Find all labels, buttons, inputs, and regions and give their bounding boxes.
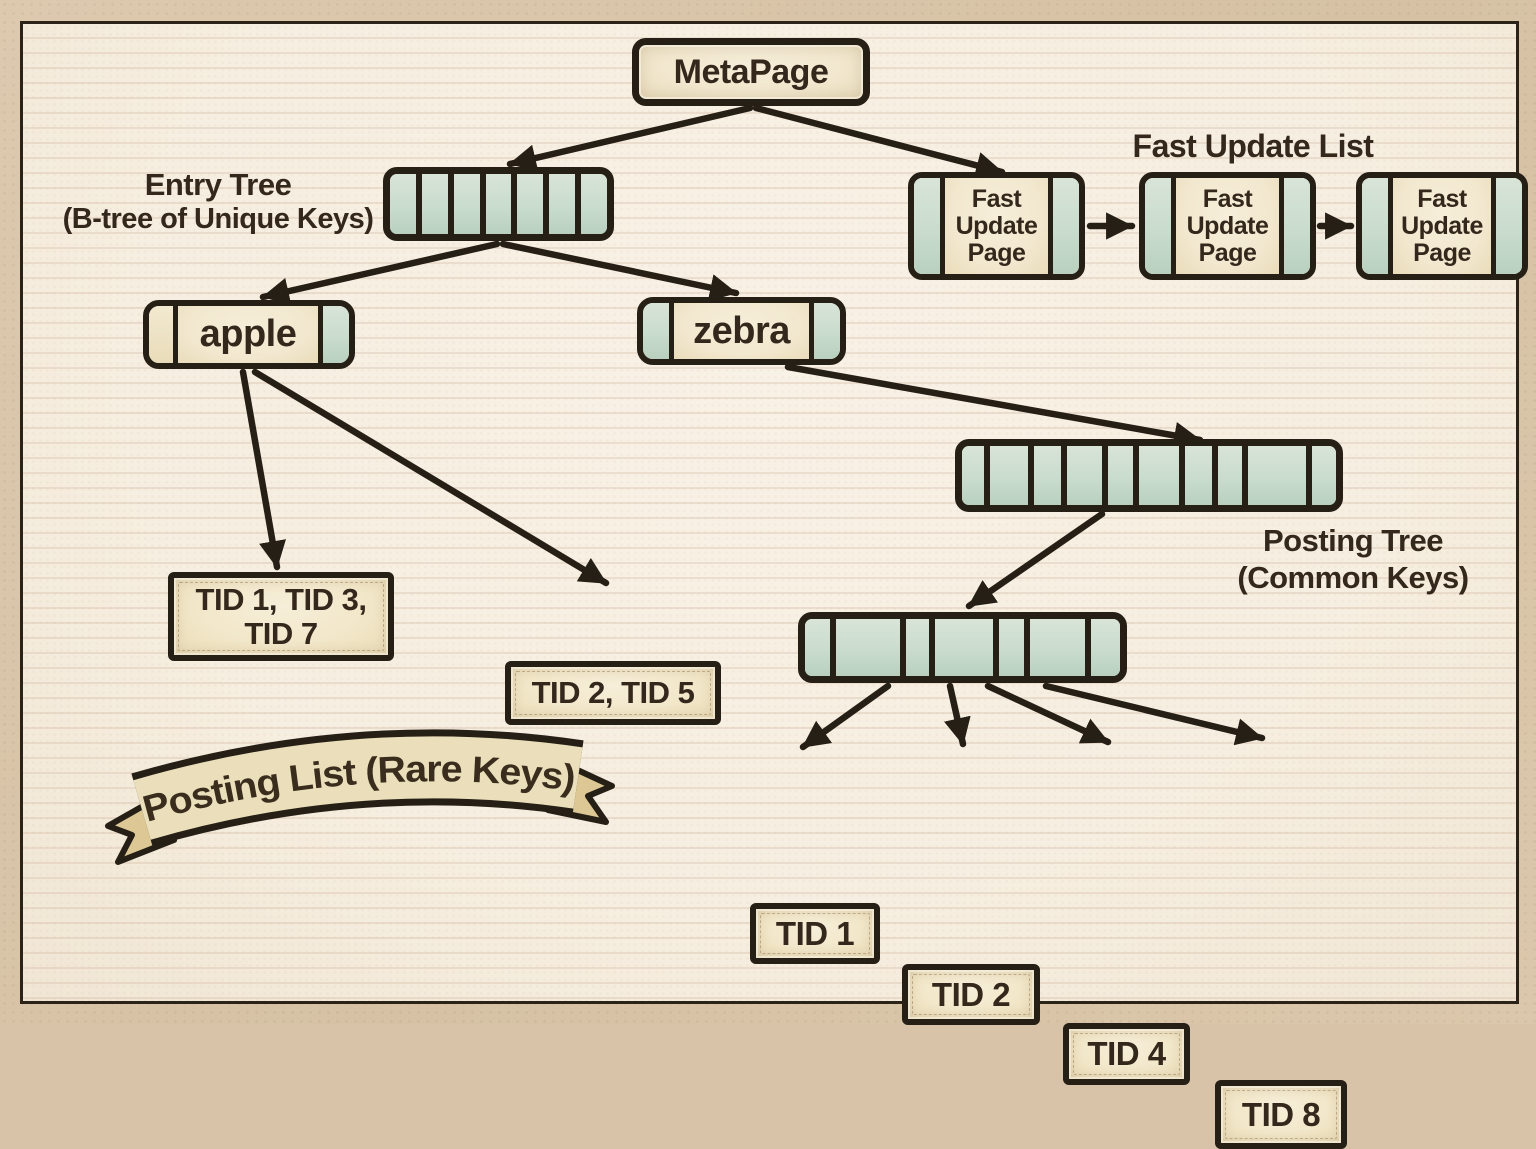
posting-tree-leaf-node	[798, 612, 1127, 683]
banner-band-fill	[133, 736, 583, 840]
arrow-posting-root-to-leaf	[965, 510, 1106, 610]
page-segment	[511, 174, 544, 234]
tid-group-b-node: TID 2, TID 5	[505, 661, 721, 725]
entry-key-panel	[149, 306, 178, 363]
page-segment	[1306, 446, 1336, 505]
arrow-zebra-to-posting-root	[784, 363, 1204, 449]
page-segment	[1024, 619, 1086, 676]
page-segment	[447, 174, 480, 234]
page-segment	[962, 446, 985, 505]
metapage-node: MetaPage	[632, 38, 870, 106]
entry-tree-label-line1: Entry Tree	[144, 167, 292, 202]
page-segment	[830, 619, 901, 676]
page-segment	[1179, 446, 1212, 505]
page-edge-panel	[1048, 178, 1079, 274]
arrow-leaf-to-tid8	[1042, 682, 1266, 746]
fast-update-page-1: Fast Update Page	[908, 172, 1085, 280]
arrow-metapage-to-entry-tree	[506, 104, 754, 172]
page-segment	[575, 174, 607, 234]
entry-posting-panel	[318, 306, 349, 363]
page-segment	[390, 174, 416, 234]
page-edge-panel	[1491, 178, 1522, 274]
page-segment	[415, 174, 448, 234]
posting-tree-label-line2: (Common Keys)	[1237, 560, 1469, 595]
entry-tree-label-line2: (B-tree of Unique Keys)	[62, 203, 374, 235]
connector-arrows	[239, 104, 1355, 751]
arrow-entry-root-to-apple	[259, 240, 501, 305]
posting-tree-label: Posting Tree (Common Keys)	[1203, 522, 1503, 596]
tid-group-apple-line1: TID 1, TID 3,	[195, 581, 367, 617]
entry-tree-root-node	[383, 167, 614, 241]
tid-8-node: TID 8	[1215, 1080, 1347, 1149]
posting-list-banner: Posting List (Rare Keys)	[105, 729, 615, 865]
page-segment	[1085, 619, 1120, 676]
fast-update-page-3: Fast Update Page	[1356, 172, 1528, 280]
fast-update-page-1-label: Fast Update Page	[945, 178, 1048, 274]
page-segment	[479, 174, 512, 234]
page-edge-panel	[1145, 178, 1176, 274]
arrow-entry-root-to-zebra	[499, 240, 740, 302]
entry-tree-label: Entry Tree (B-tree of Unique Keys)	[45, 168, 391, 236]
tid-4-node: TID 4	[1063, 1023, 1190, 1085]
entry-key-panel	[643, 303, 674, 359]
tid-group-apple-node: TID 1, TID 3, TID 7	[168, 572, 394, 661]
entry-posting-panel	[809, 303, 840, 359]
page-segment	[1060, 446, 1103, 505]
page-segment	[1133, 446, 1180, 505]
page-segment	[1028, 446, 1061, 505]
page-segment	[543, 174, 576, 234]
entry-apple-node: apple	[143, 300, 355, 369]
page-edge-panel	[914, 178, 945, 274]
page-segment	[928, 619, 993, 676]
arrow-metapage-to-fast-update	[752, 104, 1006, 179]
page-segment	[1102, 446, 1134, 505]
page-edge-panel	[1279, 178, 1310, 274]
entry-apple-label: apple	[178, 306, 318, 363]
arrow-apple-to-tid137	[239, 368, 286, 571]
page-edge-panel	[1362, 178, 1393, 274]
page-segment	[984, 446, 1029, 505]
fast-update-list-title: Fast Update List	[1132, 128, 1374, 164]
fast-update-page-3-label: Fast Update Page	[1393, 178, 1491, 274]
page-segment	[1211, 446, 1243, 505]
page-segment	[992, 619, 1025, 676]
tid-1-node: TID 1	[750, 903, 880, 964]
arrow-leaf-to-tid2	[944, 682, 971, 748]
posting-tree-root-node	[955, 439, 1343, 512]
arrow-leaf-to-tid4	[984, 682, 1112, 746]
page-segment	[1242, 446, 1307, 505]
entry-zebra-node: zebra	[637, 297, 846, 365]
page-segment	[805, 619, 831, 676]
posting-tree-label-line1: Posting Tree	[1262, 523, 1444, 558]
fast-update-page-2-label: Fast Update Page	[1176, 178, 1279, 274]
tid-2-node: TID 2	[902, 964, 1040, 1025]
page-segment	[900, 619, 929, 676]
entry-zebra-label: zebra	[674, 303, 809, 359]
fast-update-page-2: Fast Update Page	[1139, 172, 1316, 280]
tid-group-apple-line2: TID 7	[244, 615, 318, 651]
arrow-apple-to-tid25	[251, 368, 610, 587]
arrow-leaf-to-tid1	[799, 682, 892, 751]
